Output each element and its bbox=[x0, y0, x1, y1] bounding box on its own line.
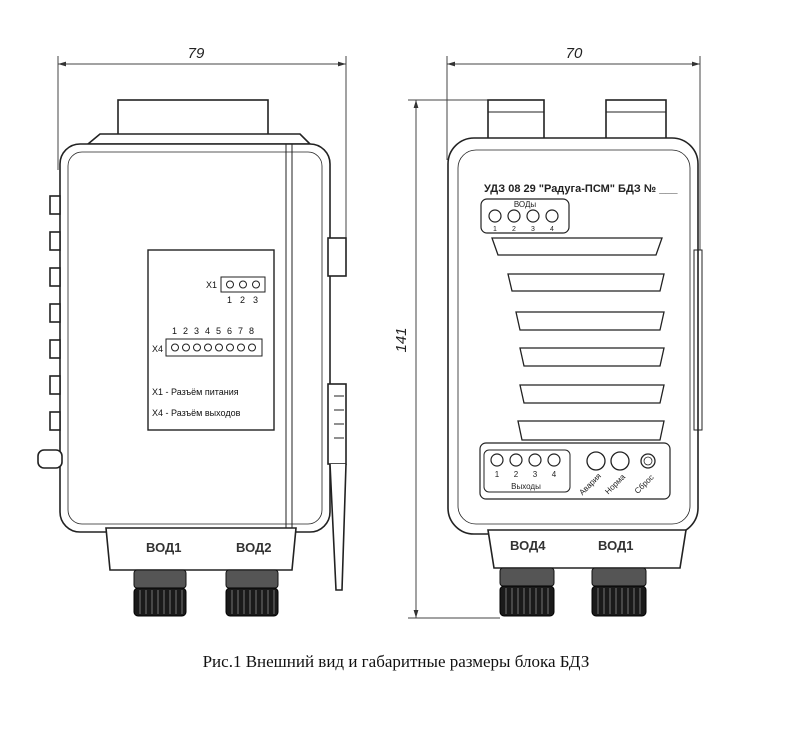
reset-button[interactable] bbox=[640, 453, 656, 469]
output-led bbox=[547, 453, 561, 467]
right-cable-gland-1 bbox=[499, 567, 555, 617]
legend-x4: X4 - Разъём выходов bbox=[152, 408, 241, 418]
vod-led-number: 1 bbox=[493, 226, 497, 233]
vod-indicator-group: ВОДы 1 2 3 4 bbox=[480, 198, 570, 234]
right-cable-gland-2 bbox=[591, 567, 647, 617]
left-cable-gland-2 bbox=[225, 569, 279, 617]
legend-x1: X1 - Разъём питания bbox=[152, 387, 239, 397]
output-led-number: 1 bbox=[495, 470, 500, 479]
output-led bbox=[509, 453, 523, 467]
figure-caption: Рис.1 Внешний вид и габаритные размеры б… bbox=[202, 652, 590, 671]
dim-right-width: 70 bbox=[566, 45, 583, 62]
dim-height: 141 bbox=[393, 327, 410, 352]
label-plate: X1 1 2 3 1 2 3 4 5 6 7 8 X4 X1 - Разъём … bbox=[147, 249, 275, 431]
vod-group-title: ВОДы bbox=[514, 200, 537, 209]
left-port-label-2: ВОД2 bbox=[236, 540, 272, 555]
x4-pin: 5 bbox=[216, 326, 221, 336]
output-led-number: 2 bbox=[514, 470, 519, 479]
right-port-label-1: ВОД4 bbox=[510, 538, 546, 553]
vod-led-number: 4 bbox=[550, 226, 554, 233]
x4-pin: 3 bbox=[194, 326, 199, 336]
vod-led bbox=[507, 209, 521, 223]
left-device-view bbox=[37, 99, 347, 591]
left-cable-gland-1 bbox=[133, 569, 187, 617]
left-port-label-1: ВОД1 bbox=[146, 540, 182, 555]
x4-pin: 4 bbox=[205, 326, 210, 336]
outputs-indicator-group: 1 2 3 4 Выходы Авария Норма Сброс bbox=[479, 442, 671, 500]
vod-led-number: 3 bbox=[531, 226, 535, 233]
vod-led-number: 2 bbox=[512, 226, 516, 233]
device-header: УДЗ 08 29 "Радуга-ПСМ" БДЗ № ___ bbox=[484, 183, 678, 195]
output-led-number: 4 bbox=[552, 470, 557, 479]
output-led-number: 3 bbox=[533, 470, 538, 479]
normal-indicator bbox=[610, 451, 630, 471]
output-led bbox=[528, 453, 542, 467]
right-port-label-2: ВОД1 bbox=[598, 538, 634, 553]
connector-x1-label: X1 bbox=[206, 280, 217, 290]
vod-led bbox=[526, 209, 540, 223]
vent-slots bbox=[491, 237, 665, 441]
connector-x4 bbox=[165, 338, 263, 357]
dim-left-width: 79 bbox=[188, 45, 205, 62]
connector-x4-label: X4 bbox=[152, 344, 163, 354]
x1-pin: 2 bbox=[240, 295, 245, 305]
outputs-group-title: Выходы bbox=[511, 482, 541, 491]
x1-pin: 1 bbox=[227, 295, 232, 305]
x4-pin: 2 bbox=[183, 326, 188, 336]
alarm-indicator bbox=[586, 451, 606, 471]
x4-pin: 8 bbox=[249, 326, 254, 336]
vod-led bbox=[488, 209, 502, 223]
x4-pin: 7 bbox=[238, 326, 243, 336]
vod-led bbox=[545, 209, 559, 223]
output-led bbox=[490, 453, 504, 467]
dimension-lines bbox=[57, 56, 701, 619]
x4-pin: 1 bbox=[172, 326, 177, 336]
x1-pin: 3 bbox=[253, 295, 258, 305]
x4-pin: 6 bbox=[227, 326, 232, 336]
